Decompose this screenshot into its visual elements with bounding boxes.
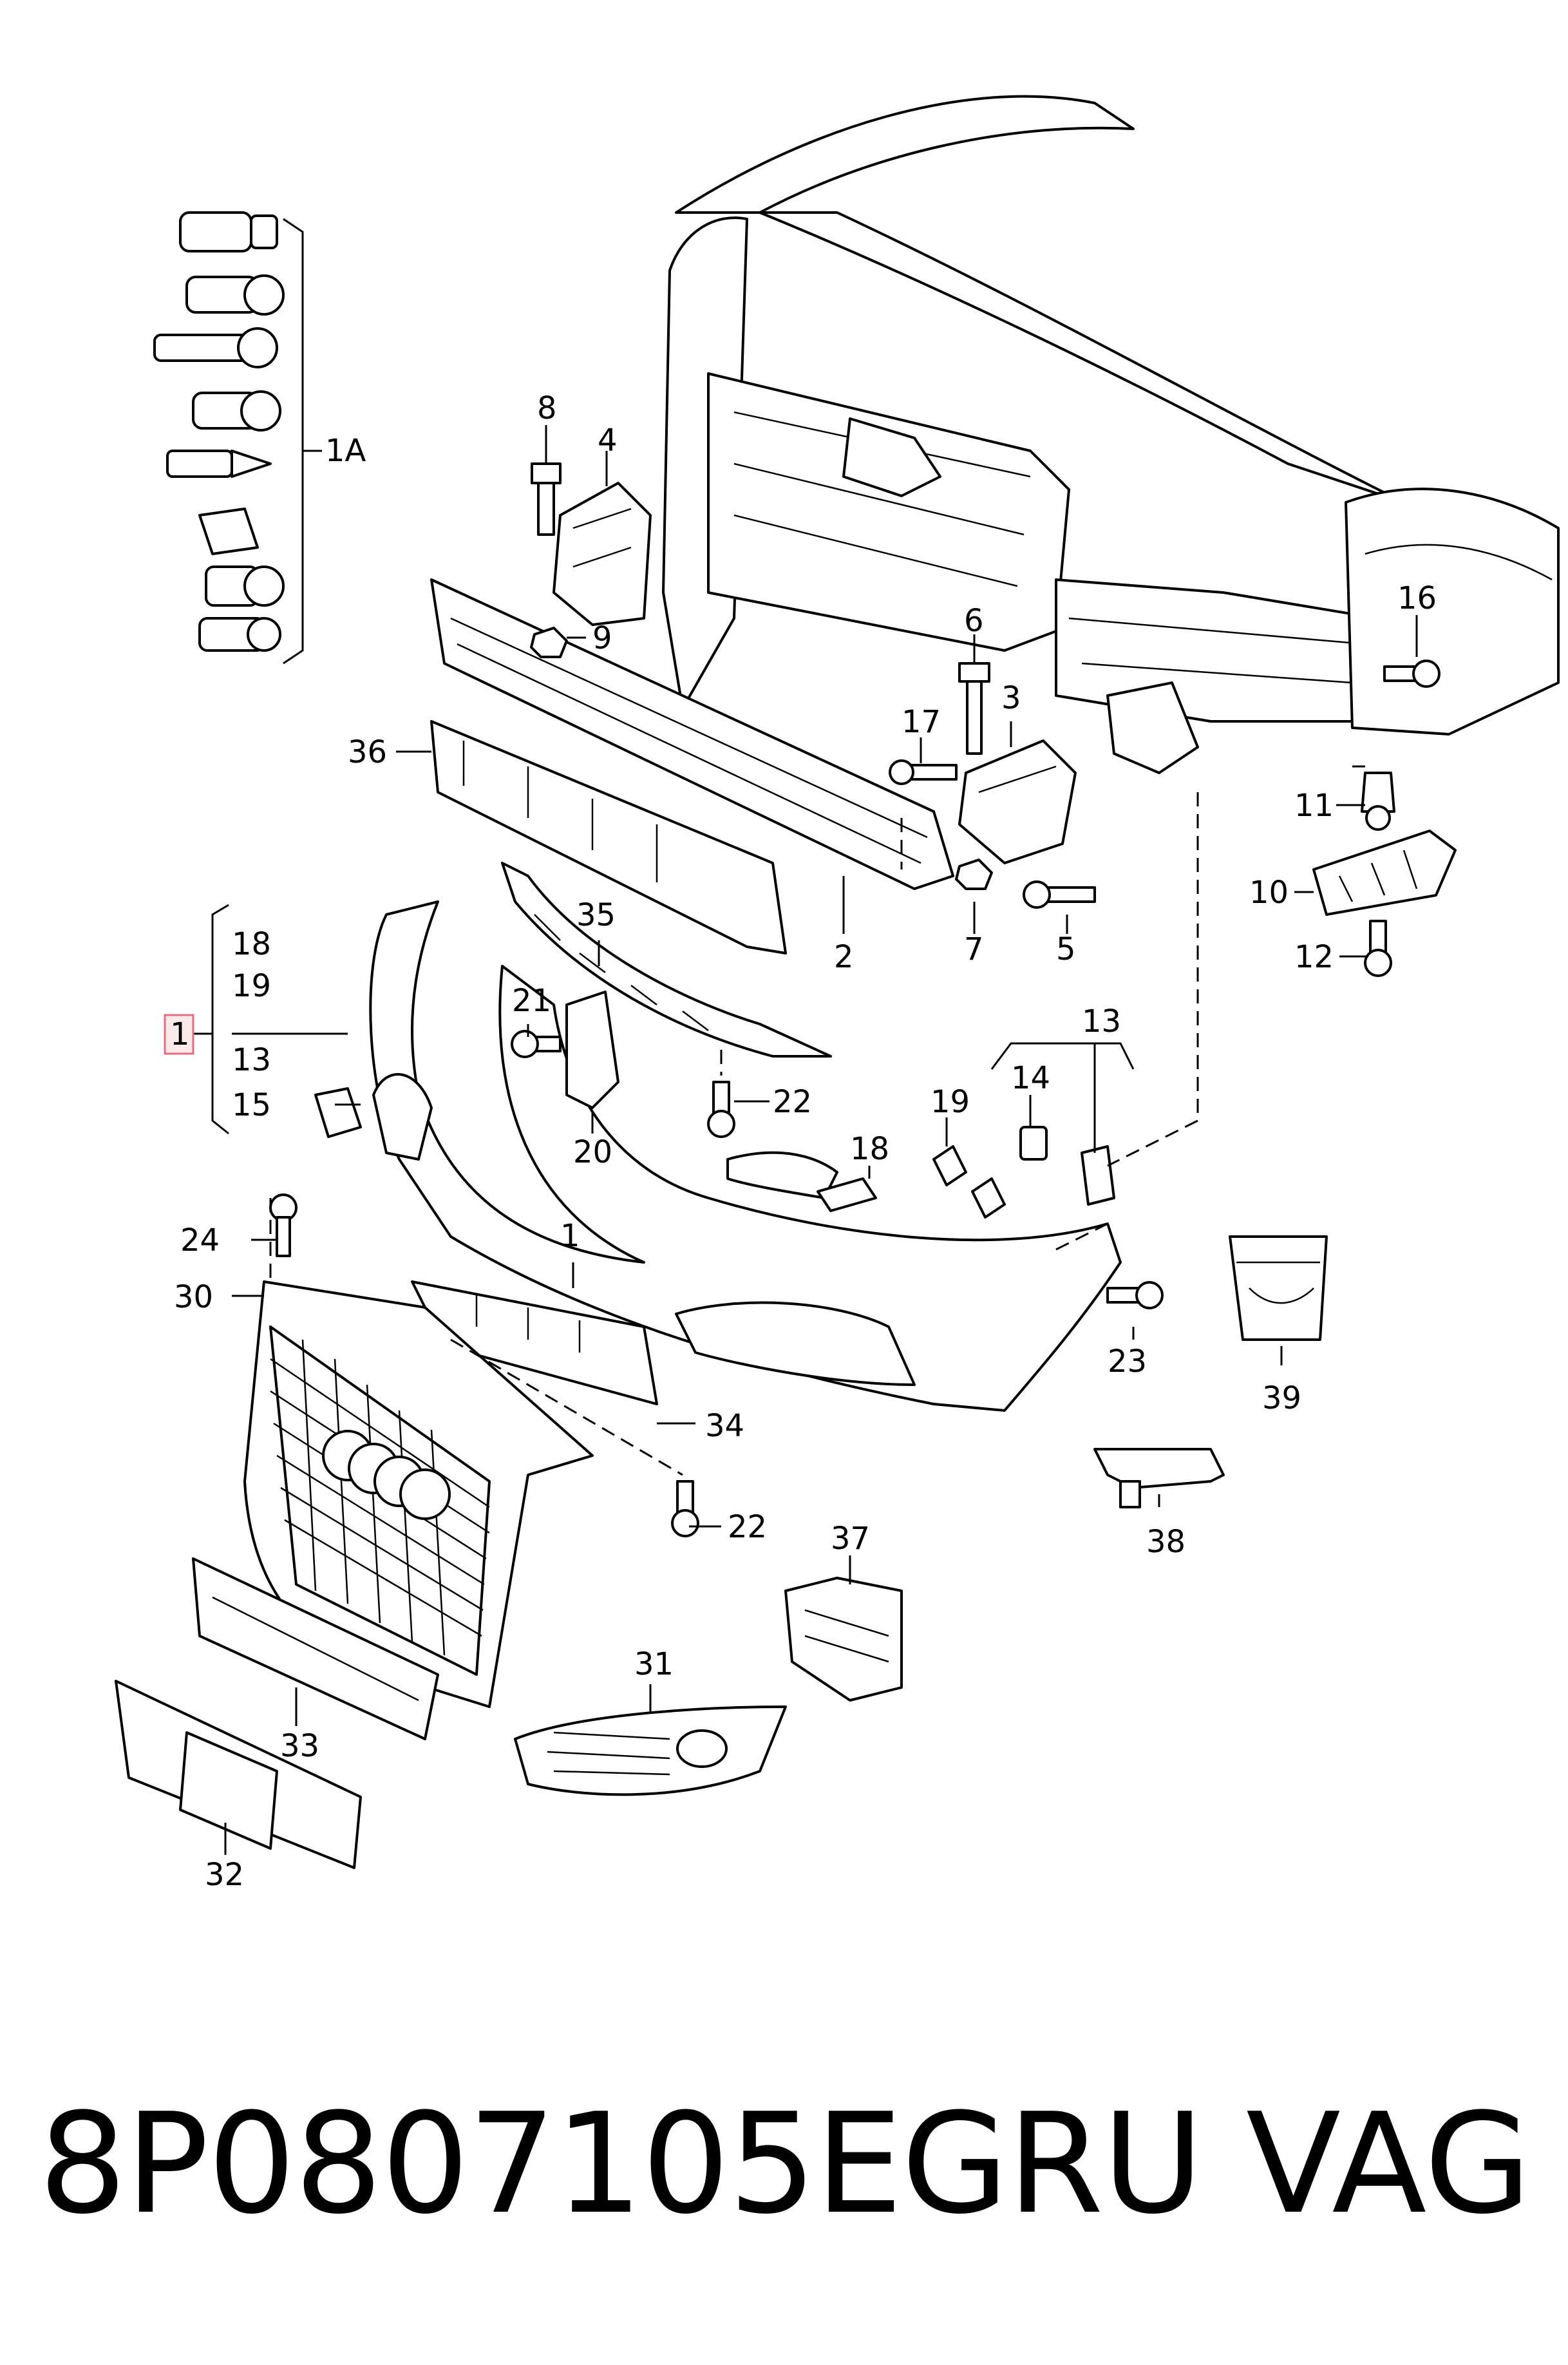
callout-39: 39 [1262, 1380, 1301, 1416]
fastener-kit-1a [153, 211, 285, 652]
callout-14: 14 [1011, 1060, 1050, 1096]
callout-17: 17 [902, 704, 941, 740]
callout-1-highlight [164, 1014, 194, 1055]
fog-grille-31 [514, 1705, 787, 1796]
callout-24: 24 [180, 1222, 220, 1258]
impact-absorber [430, 720, 787, 955]
callout-1a: 1A [325, 433, 366, 469]
brand-name: VAG [1246, 2083, 1532, 2245]
callout-19-kit: 19 [232, 968, 271, 1004]
callout-20: 20 [573, 1134, 612, 1170]
bolt-16 [1383, 660, 1440, 688]
callout-2: 2 [834, 939, 854, 975]
grille-bracket-35 [501, 862, 832, 1058]
callout-18-kit: 18 [232, 926, 271, 962]
parts-bag-39 [1229, 1235, 1328, 1341]
callout-35: 35 [576, 897, 616, 933]
bolt-12 [1364, 920, 1392, 977]
clip-38 [1093, 1448, 1225, 1508]
bolt-21 [511, 1030, 562, 1058]
callout-32: 32 [205, 1857, 244, 1893]
callout-8: 8 [537, 390, 557, 426]
callout-15: 15 [232, 1087, 271, 1123]
callout-31: 31 [634, 1646, 674, 1682]
callout-11: 11 [1294, 788, 1334, 824]
leader-lines [193, 425, 1418, 1855]
bracket-4 [553, 482, 652, 626]
bolt-24 [269, 1193, 298, 1257]
callout-22-upper: 22 [773, 1084, 812, 1120]
bracket-1a [283, 218, 322, 665]
callout-labels: 1 1 2 3 4 5 6 7 8 9 10 11 12 13 13 14 15… [170, 390, 1437, 1893]
callout-19: 19 [930, 1084, 970, 1120]
bolt-22-lower [671, 1480, 699, 1537]
callout-13: 13 [1082, 1003, 1121, 1040]
dashed-guides [269, 765, 1365, 1476]
plate-holder-32 [115, 1680, 362, 1869]
callout-38: 38 [1146, 1524, 1185, 1560]
callout-30: 30 [174, 1279, 213, 1315]
spring-19 [932, 1145, 1006, 1219]
callout-23: 23 [1108, 1344, 1147, 1380]
guide-10 [1312, 830, 1457, 916]
bolt-22-upper [707, 1081, 735, 1138]
bracket-20 [565, 991, 619, 1109]
nut-7 [955, 859, 993, 890]
callout-13-kit: 13 [232, 1042, 271, 1078]
bolt-17 [889, 759, 958, 785]
callout-4: 4 [598, 423, 618, 459]
callout-9: 9 [592, 620, 612, 656]
clip-14 [1019, 1126, 1048, 1161]
nut-9 [530, 627, 568, 658]
tow-cap-15 [314, 1087, 362, 1138]
washer-cap-18 [817, 1177, 877, 1212]
callout-7: 7 [964, 931, 984, 967]
clip-11 [1361, 772, 1395, 831]
bracket-3 [958, 739, 1077, 864]
part-number: 8P0807105EGRU [39, 2083, 1204, 2245]
callout-36: 36 [348, 734, 387, 770]
radiator-grille-30 [243, 1280, 594, 1708]
bolt-6 [958, 662, 990, 755]
callout-18: 18 [850, 1131, 889, 1167]
callout-10: 10 [1249, 875, 1289, 911]
callout-33: 33 [280, 1728, 319, 1764]
bracket-37 [784, 1577, 903, 1702]
callout-21: 21 [512, 983, 551, 1019]
callout-37: 37 [831, 1521, 870, 1557]
callout-22-lower: 22 [728, 1509, 767, 1545]
bumper-crash-bar [430, 578, 954, 890]
callout-34: 34 [705, 1408, 744, 1444]
bumper-cover [369, 900, 1122, 1412]
callout-3: 3 [1001, 680, 1021, 716]
callout-1-bumper: 1 [560, 1218, 580, 1254]
callout-5: 5 [1056, 931, 1076, 967]
lower-grille-33 [192, 1557, 439, 1740]
bracket-13 [1081, 1145, 1115, 1206]
callout-16: 16 [1397, 580, 1437, 616]
bolt-8 [531, 462, 562, 536]
callout-1: 1 [170, 1016, 190, 1052]
bolt-5 [1023, 880, 1096, 909]
callout-12: 12 [1294, 939, 1334, 975]
bolt-23 [1106, 1281, 1164, 1309]
callout-6: 6 [964, 603, 984, 639]
